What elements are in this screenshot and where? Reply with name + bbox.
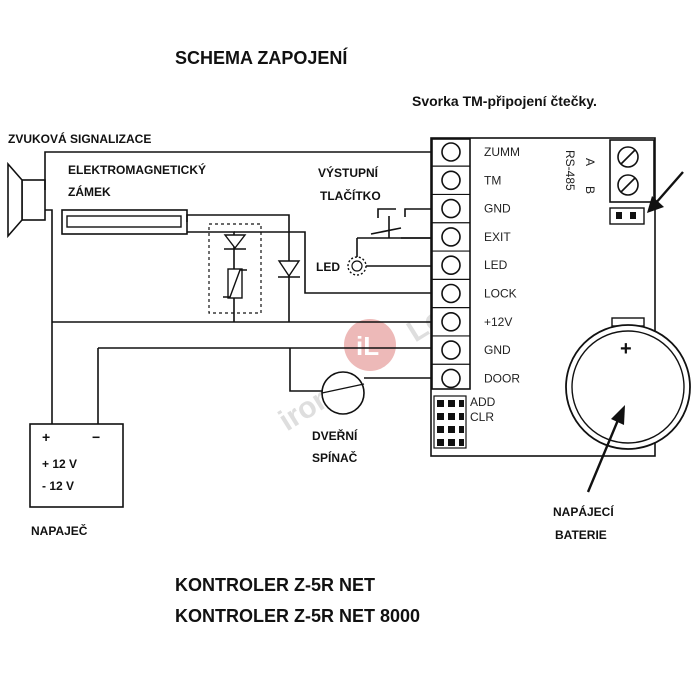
rs485-terminal: A B RS-485 [563,139,655,203]
exit-button [356,208,432,258]
wire-door-gnd [289,348,322,392]
terminal-screw-gnd-7 [441,340,461,360]
jumper-clr-label: CLR [470,410,494,424]
terminal-label: +12V [484,315,512,329]
button-label-line2: TLAČÍTKO [320,188,381,203]
tm-header [609,207,645,225]
siren-speaker [7,161,46,239]
battery-label-line2: BATERIE [555,528,607,542]
button-label-line1: VÝSTUPNÍ [318,165,379,180]
psu-line1: + 12 V [42,457,77,471]
terminal-label: TM [484,173,501,187]
terminal-label: EXIT [484,230,511,244]
terminal-screw-tm-1 [441,170,461,191]
led [347,256,367,276]
battery-label-line1: NAPÁJECÍ [553,504,614,519]
footer-line1: KONTROLER Z-5R NET [175,575,375,595]
wire-lock [234,231,432,294]
power-supply: + − + 12 V - 12 V [29,423,124,508]
terminal-screw-gnd-2 [441,198,461,219]
watermark-badge-circle [344,319,396,371]
terminal-screw-12v-6 [441,311,461,332]
terminal-label: GND [484,343,511,357]
footer-line2: KONTROLER Z-5R NET 8000 [175,606,420,626]
lock-label-line2: ZÁMEK [68,184,111,199]
wire-siren-plus [45,209,53,322]
terminal-label: LED [484,258,508,272]
psu-plus-sign: + [42,429,50,445]
psu-line2: - 12 V [42,479,74,493]
terminal-screw-lock-5 [441,283,461,304]
terminal-label: ZUMM [484,145,520,159]
varistor [223,268,247,299]
terminal-screw-exit-3 [441,227,461,247]
electromagnetic-lock [61,209,188,235]
wire-lock-minus-junction [187,231,235,322]
subtitle: Svorka TM-připojení čtečky. [412,93,597,109]
page-title: SCHEMA ZAPOJENÍ [175,47,348,68]
jumper-add-label: ADD [470,395,496,409]
flyback-diode [277,260,301,278]
terminal-label: DOOR [484,371,520,385]
door-switch [321,371,365,415]
terminal-label: GND [484,202,511,216]
lock-label-line1: ELEKTROMAGNETICKÝ [68,162,206,177]
rs485-b-label: B [583,186,597,194]
battery-plus: + [620,338,632,360]
watermark-badge: iL [356,331,379,361]
psu-minus-sign: − [92,429,100,445]
psu-label: NAPAJEČ [31,523,88,538]
rs485-label: RS-485 [563,150,577,191]
terminal-screw-zumm-0 [441,142,461,162]
jumper-block: ADD CLR [433,395,496,449]
arrow-to-tm-header [647,171,684,213]
door-switch-label-line2: SPÍNAČ [312,450,358,465]
wire-zumm [44,151,432,190]
terminal-block: ZUMM TM GND EXIT LED LOCK +12V GND DOOR [432,142,520,389]
led-label: LED [316,260,340,274]
terminal-screw-led-4 [441,255,461,276]
protection-box [208,223,262,314]
terminal-label: LOCK [484,287,517,301]
battery: + [565,317,691,450]
protection-diode [223,234,247,250]
siren-label: ZVUKOVÁ SIGNALIZACE [8,131,151,146]
terminal-screw-door-8 [441,368,461,389]
arrow-to-battery [586,405,625,493]
rs485-a-label: A [583,158,597,166]
door-switch-label-line1: DVEŘNÍ [312,428,358,443]
